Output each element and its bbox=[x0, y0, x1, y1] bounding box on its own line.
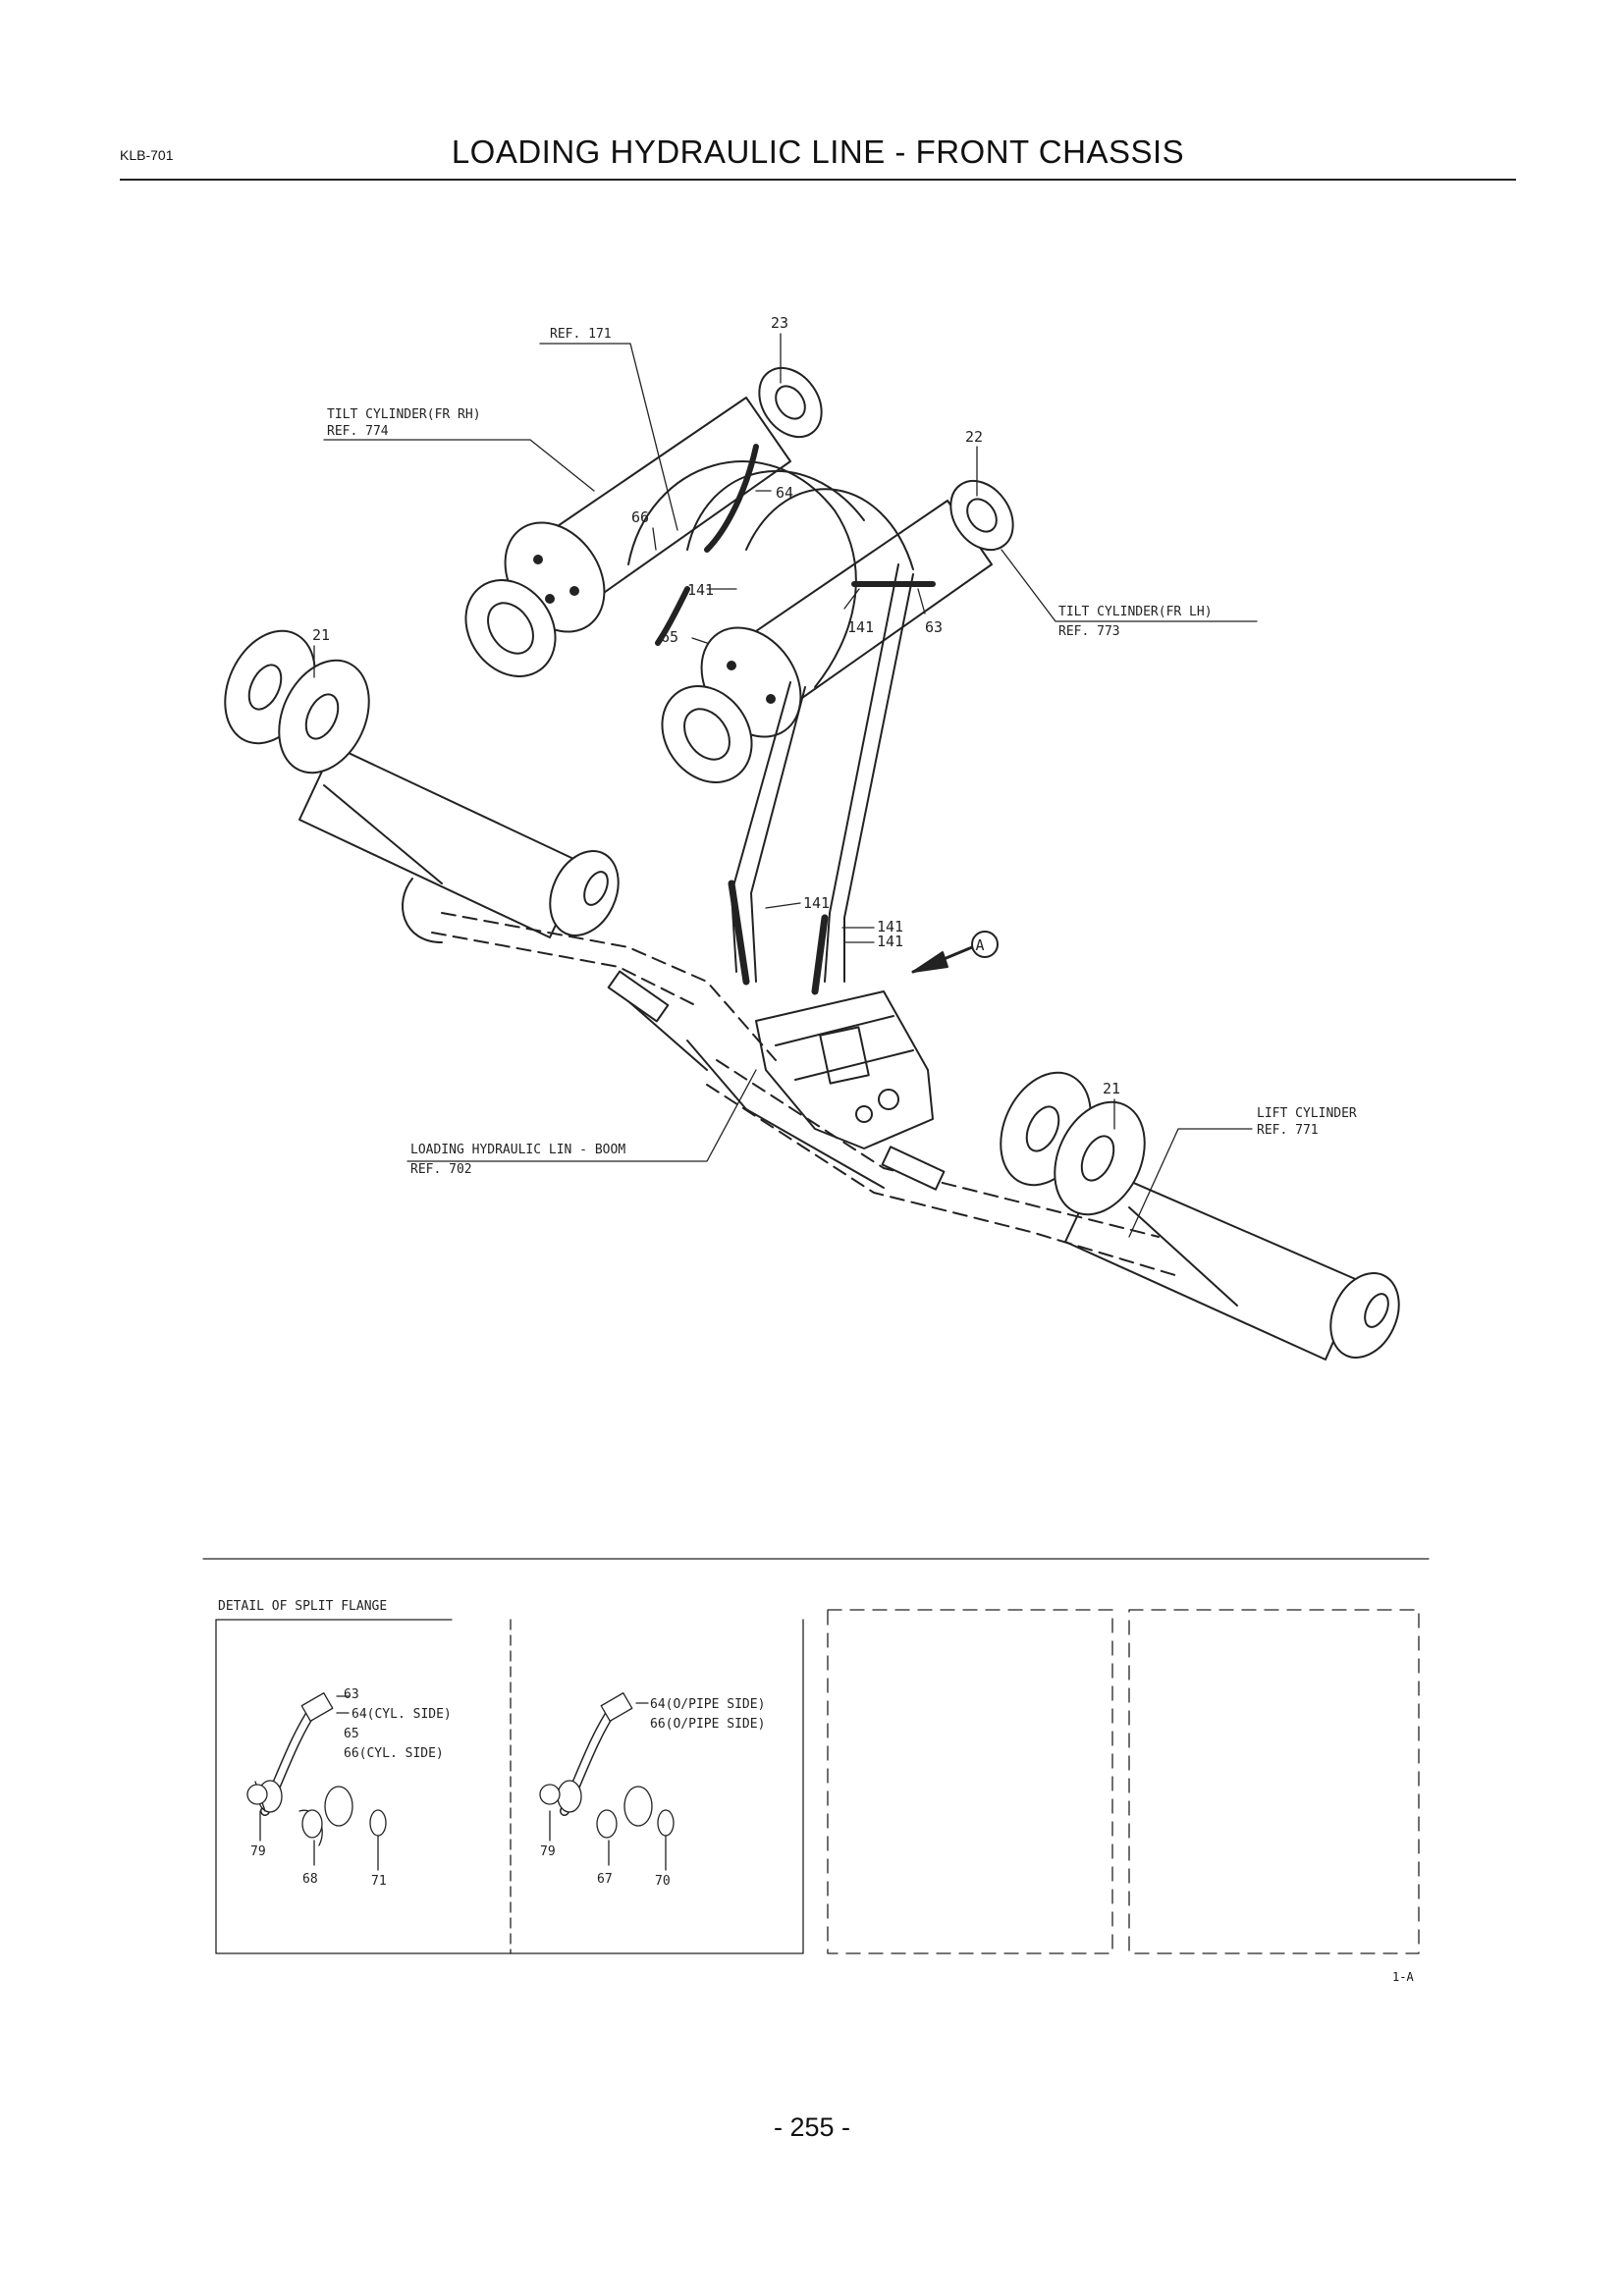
part-141c-label: 141 bbox=[803, 894, 830, 912]
detail-right-66: 66(O/PIPE SIDE) bbox=[650, 1717, 765, 1732]
page-number: - 255 - bbox=[773, 2112, 851, 2142]
loading-line-label: LOADING HYDRAULIC LIN - BOOM bbox=[410, 1143, 625, 1157]
part-141e-label: 141 bbox=[877, 933, 903, 950]
detail-left-68: 68 bbox=[302, 1872, 318, 1887]
part-65-label: 65 bbox=[661, 628, 678, 646]
part-22-label: 22 bbox=[965, 428, 983, 446]
lift-cylinder-right-drawing bbox=[1000, 1071, 1400, 1361]
tilt-cylinder-lh-ref: REF. 773 bbox=[1058, 624, 1120, 639]
pipe-runs bbox=[323, 784, 1238, 1307]
split-flange-detail-box bbox=[215, 1619, 804, 1954]
control-valve-block bbox=[755, 990, 934, 1149]
part-63-label: 63 bbox=[925, 618, 943, 636]
page-header: KLB-701 LOADING HYDRAULIC LINE - FRONT C… bbox=[120, 128, 1516, 181]
part-66-label: 66 bbox=[631, 508, 649, 526]
loading-line-ref: REF. 702 bbox=[410, 1162, 472, 1177]
tilt-cylinder-lh-label: TILT CYLINDER(FR LH) bbox=[1058, 605, 1213, 619]
long-hoses bbox=[728, 563, 914, 995]
detail-left-64: 64(CYL. SIDE) bbox=[352, 1707, 452, 1722]
lift-cylinder-left-drawing bbox=[224, 629, 620, 938]
sheet-code: 1-A bbox=[1392, 1970, 1414, 1984]
view-a-marker: A bbox=[975, 936, 984, 954]
part-23-label: 23 bbox=[771, 314, 788, 332]
document-code: KLB-701 bbox=[120, 147, 174, 163]
tilt-cylinder-rh-drawing bbox=[464, 366, 823, 677]
tilt-cylinder-rh-label: TILT CYLINDER(FR RH) bbox=[327, 407, 481, 422]
tilt-hose-loops bbox=[627, 444, 936, 688]
lift-cylinder-label: LIFT CYLINDER bbox=[1257, 1106, 1357, 1121]
page-title: LOADING HYDRAULIC LINE - FRONT CHASSIS bbox=[451, 133, 1185, 170]
detail-left-79: 79 bbox=[250, 1844, 266, 1859]
empty-reference-boxes bbox=[827, 1609, 1420, 1954]
tilt-cylinder-lh-drawing bbox=[661, 479, 1014, 783]
detail-right-64: 64(O/PIPE SIDE) bbox=[650, 1697, 765, 1712]
detail-right-79: 79 bbox=[540, 1844, 556, 1859]
view-a-arrow bbox=[911, 931, 999, 974]
detail-right-67: 67 bbox=[597, 1872, 613, 1887]
lift-pipes bbox=[431, 912, 1179, 1277]
detail-left-63: 63 bbox=[344, 1687, 359, 1702]
lift-cylinder-ref: REF. 771 bbox=[1257, 1123, 1319, 1138]
detail-title: DETAIL OF SPLIT FLANGE bbox=[218, 1599, 387, 1614]
detail-right-70: 70 bbox=[655, 1874, 671, 1889]
detail-left-66: 66(CYL. SIDE) bbox=[344, 1746, 444, 1761]
part-21a-label: 21 bbox=[312, 626, 330, 644]
detail-left-71: 71 bbox=[371, 1874, 387, 1889]
leader-lines bbox=[313, 333, 1258, 1238]
part-21b-label: 21 bbox=[1103, 1080, 1120, 1097]
part-141b-label: 141 bbox=[847, 618, 874, 636]
part-64-label: 64 bbox=[776, 484, 793, 502]
detail-left-65: 65 bbox=[344, 1727, 359, 1741]
part-141d-label: 141 bbox=[877, 918, 903, 935]
part-141a-label: 141 bbox=[687, 581, 714, 599]
ref-171-label: REF. 171 bbox=[550, 327, 612, 342]
tilt-cylinder-rh-ref: REF. 774 bbox=[327, 424, 389, 439]
